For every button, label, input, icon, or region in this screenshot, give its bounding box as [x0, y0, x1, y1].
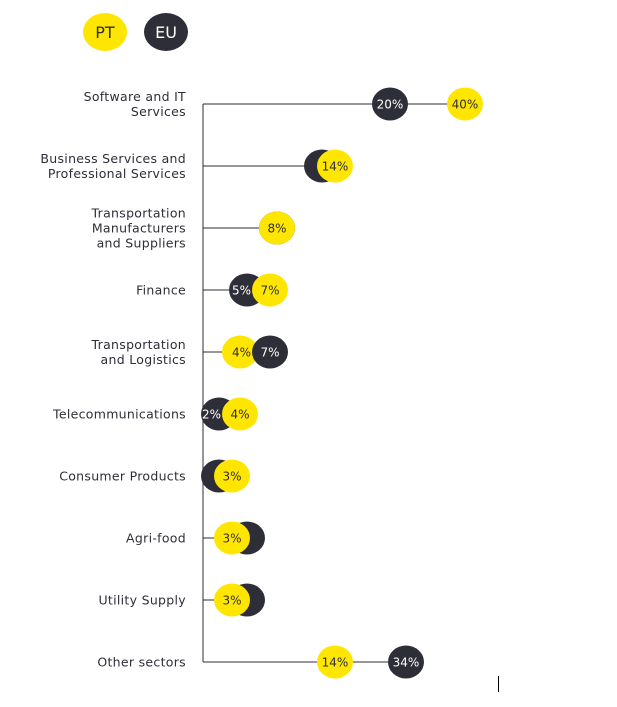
category-label: Software and IT Services	[83, 89, 186, 119]
pt-value-label: 14%	[322, 656, 349, 670]
eu-dot	[372, 87, 408, 121]
eu-value-label: 5%	[232, 284, 251, 298]
pt-value-label: 40%	[452, 98, 479, 112]
pt-value-label: 3%	[222, 594, 241, 608]
pt-value-label: 8%	[267, 222, 286, 236]
pt-value-label: 3%	[222, 532, 241, 546]
pt-dot	[214, 521, 250, 555]
pt-value-label: 14%	[322, 160, 349, 174]
pt-dot	[252, 273, 288, 307]
pt-value-label: 3%	[222, 470, 241, 484]
pt-value-label: 4%	[230, 408, 249, 422]
pt-dot	[447, 87, 483, 121]
category-label: Agri-food	[126, 530, 186, 546]
text-cursor	[498, 676, 499, 692]
pt-dot	[222, 397, 258, 431]
pt-dot	[222, 335, 258, 369]
eu-value-label: 20%	[377, 98, 404, 112]
category-label: Consumer Products	[59, 468, 186, 484]
pt-dot	[317, 645, 353, 679]
pt-value-label: 7%	[260, 284, 279, 298]
pt-value-label: 4%	[232, 346, 251, 360]
legend-eu: EU	[144, 13, 188, 51]
eu-value-label: 34%	[393, 656, 420, 670]
category-label: Transportation and Logistics	[91, 337, 186, 367]
eu-dot	[252, 335, 288, 369]
category-label: Finance	[136, 282, 186, 298]
eu-value-label: 7%	[260, 346, 279, 360]
pt-dot	[259, 211, 295, 245]
legend-pt: PT	[83, 13, 127, 51]
category-label: Transportation Manufacturers and Supplie…	[91, 205, 186, 251]
pt-dot	[214, 459, 250, 493]
category-label: Telecommunications	[53, 406, 186, 422]
category-label: Business Services and Professional Servi…	[40, 151, 186, 181]
category-label: Utility Supply	[98, 592, 186, 608]
category-label: Other sectors	[97, 654, 186, 670]
eu-value-label: 2%	[202, 408, 221, 422]
pt-dot	[317, 149, 353, 183]
eu-dot	[388, 645, 424, 679]
pt-dot	[214, 583, 250, 617]
